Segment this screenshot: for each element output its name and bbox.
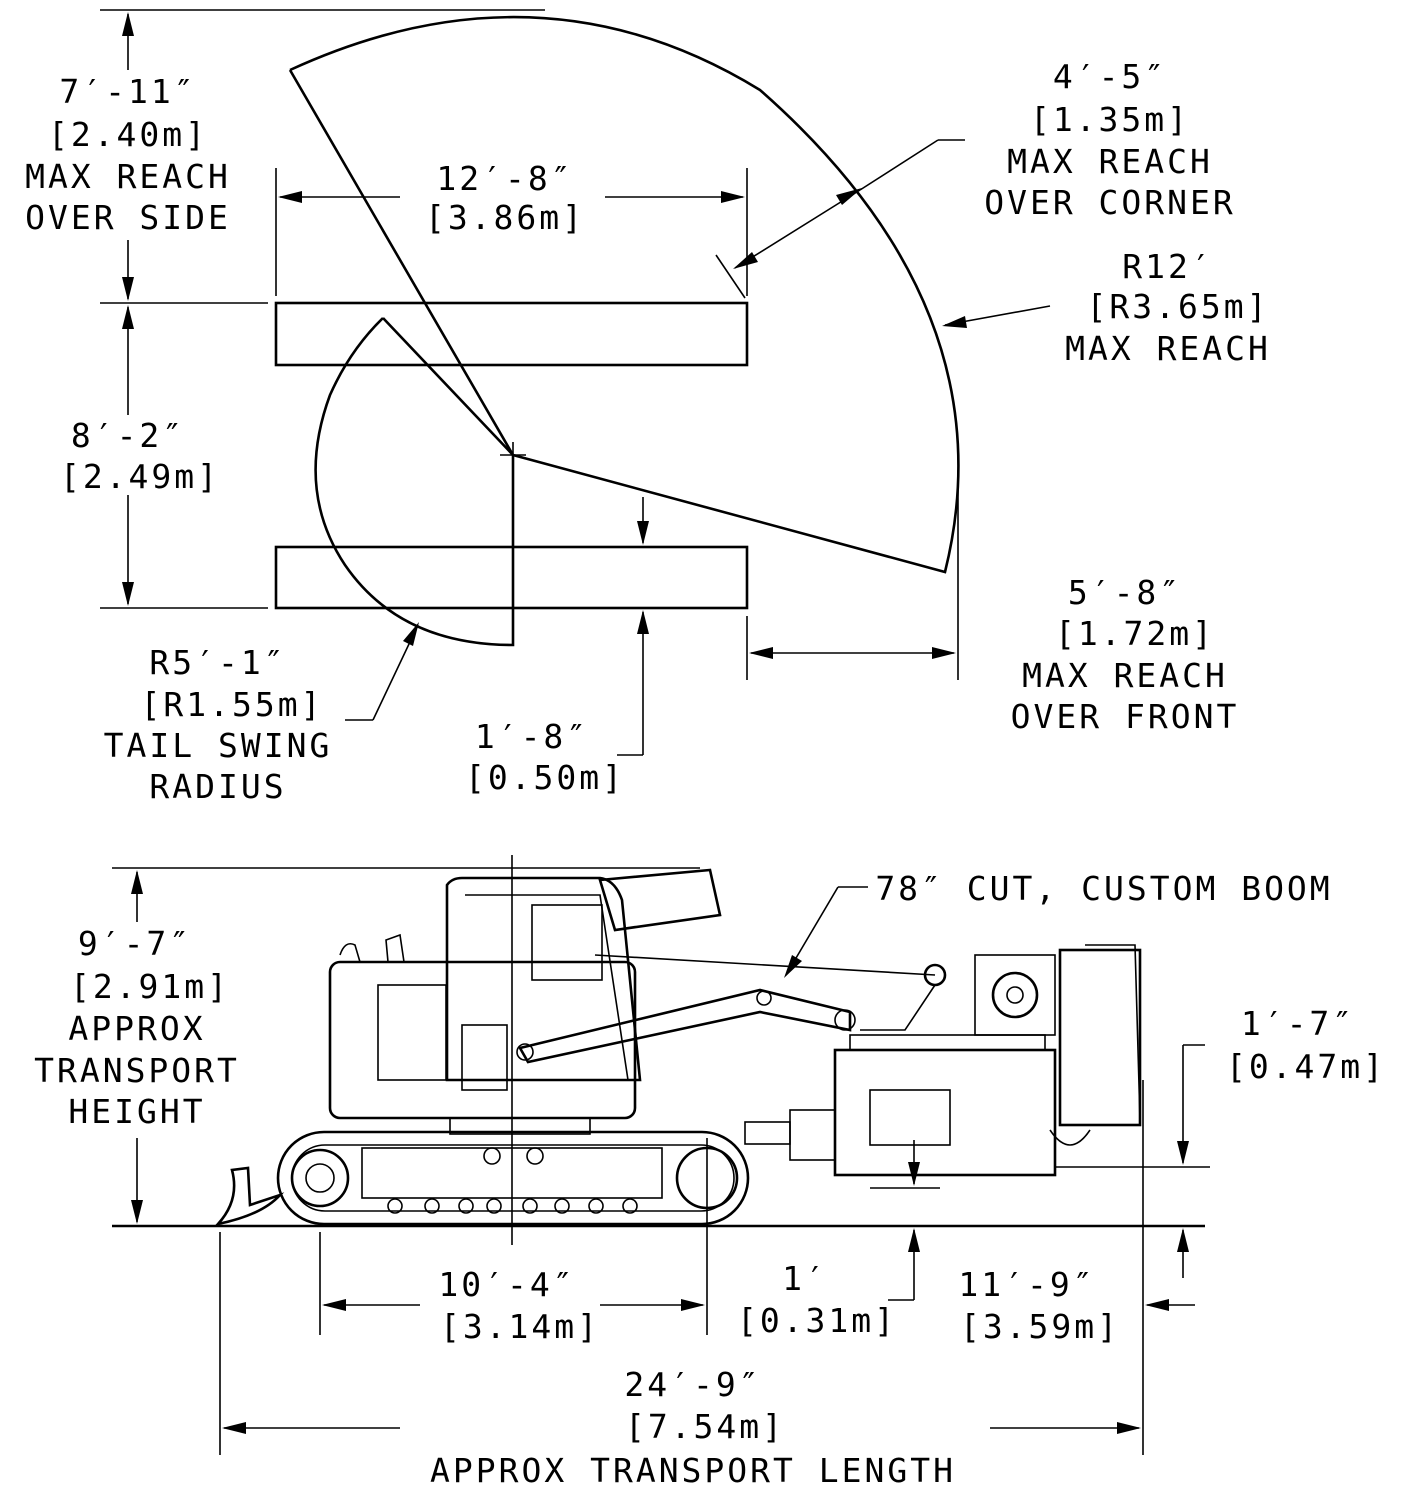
over-side-imperial: 7′-11″ <box>59 72 196 111</box>
lower-track-outline <box>274 545 749 610</box>
track-gauge-metric: [2.49m] <box>60 457 220 496</box>
head-clearance-metric: [0.47m] <box>1226 1047 1386 1086</box>
tail-swing-arc <box>314 317 515 647</box>
track-to-head-metric: [0.31m] <box>737 1301 897 1340</box>
over-corner-label-1: MAX REACH <box>1007 142 1213 181</box>
over-corner-label-2: OVER CORNER <box>984 183 1236 222</box>
tail-swing-label-1: TAIL SWING <box>104 726 333 765</box>
transport-height-label-3: HEIGHT <box>68 1092 205 1131</box>
track-length-metric: [3.14m] <box>440 1307 600 1346</box>
boom <box>516 868 947 1064</box>
transport-height-metric: [2.91m] <box>70 967 230 1006</box>
transport-length-imperial: 24′-9″ <box>624 1365 761 1404</box>
upper-track-outline <box>274 301 749 367</box>
tail-swing-label-2: RADIUS <box>149 767 286 806</box>
over-side-metric: [2.40m] <box>48 115 208 154</box>
over-front-metric: [1.72m] <box>1055 614 1215 653</box>
transport-height-label-1: APPROX <box>68 1009 205 1048</box>
processing-head <box>744 944 1142 1177</box>
over-side-label-2: OVER SIDE <box>25 198 231 237</box>
transport-length-label: APPROX TRANSPORT LENGTH <box>430 1451 956 1490</box>
transport-height-imperial: 9′-7″ <box>78 924 192 963</box>
transport-height-label-2: TRANSPORT <box>34 1051 240 1090</box>
tail-swing-imperial: R5′-1″ <box>149 643 286 682</box>
tail-swing-metric: [R1.55m] <box>141 685 324 724</box>
max-reach-radius-label: MAX REACH <box>1065 329 1271 368</box>
offset-metric: [0.50m] <box>465 758 625 797</box>
offset-imperial: 1′-8″ <box>475 717 589 756</box>
max-reach-radius-metric: [R3.65m] <box>1087 287 1270 326</box>
head-reach-imperial: 11′-9″ <box>958 1265 1095 1304</box>
over-front-label-2: OVER FRONT <box>1011 697 1240 736</box>
over-front-label-1: MAX REACH <box>1022 656 1228 695</box>
track-length-plan-imperial: 12′-8″ <box>436 159 573 198</box>
over-front-imperial: 5′-8″ <box>1068 573 1182 612</box>
head-clearance-imperial: 1′-7″ <box>1241 1004 1355 1043</box>
upper-structure <box>328 876 642 1135</box>
track-length-plan-metric: [3.86m] <box>425 198 585 237</box>
over-corner-metric: [1.35m] <box>1030 100 1190 139</box>
transport-length-metric: [7.54m] <box>625 1407 785 1446</box>
undercarriage <box>276 1130 750 1226</box>
track-to-head-imperial: 1′ <box>782 1259 828 1298</box>
head-reach-metric: [3.59m] <box>960 1307 1120 1346</box>
over-side-label-1: MAX REACH <box>25 157 231 196</box>
boom-callout: 78″ CUT, CUSTOM BOOM <box>875 869 1332 908</box>
dozer-blade <box>214 1166 285 1227</box>
max-reach-arc <box>288 15 960 574</box>
track-gauge-imperial: 8′-2″ <box>71 416 185 455</box>
side-view <box>112 855 1210 1455</box>
max-reach-radius-imperial: R12′ <box>1122 247 1213 286</box>
track-length-imperial: 10′-4″ <box>438 1265 575 1304</box>
plan-view <box>100 9 1051 756</box>
over-corner-imperial: 4′-5″ <box>1053 57 1167 96</box>
